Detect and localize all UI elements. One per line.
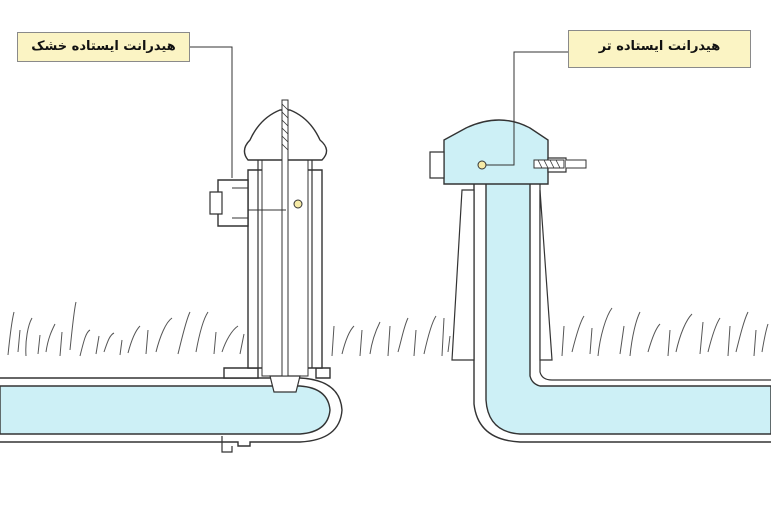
wet-marker (477, 160, 487, 170)
wet-leader-line (486, 51, 568, 166)
dry-hydrant-icon (0, 46, 343, 453)
wet-pipe-water (485, 181, 771, 435)
dry-marker (293, 199, 303, 209)
dry-pipe-water (0, 385, 331, 435)
wet-hydrant-icon (429, 51, 771, 443)
dry-leader-line (190, 46, 233, 178)
dry-hydrant-label: هیدرانت ایستاده خشک (17, 32, 190, 62)
wet-hydrant-label: هیدرانت ایستاده تر (568, 30, 751, 68)
grass-icon (7, 301, 769, 357)
